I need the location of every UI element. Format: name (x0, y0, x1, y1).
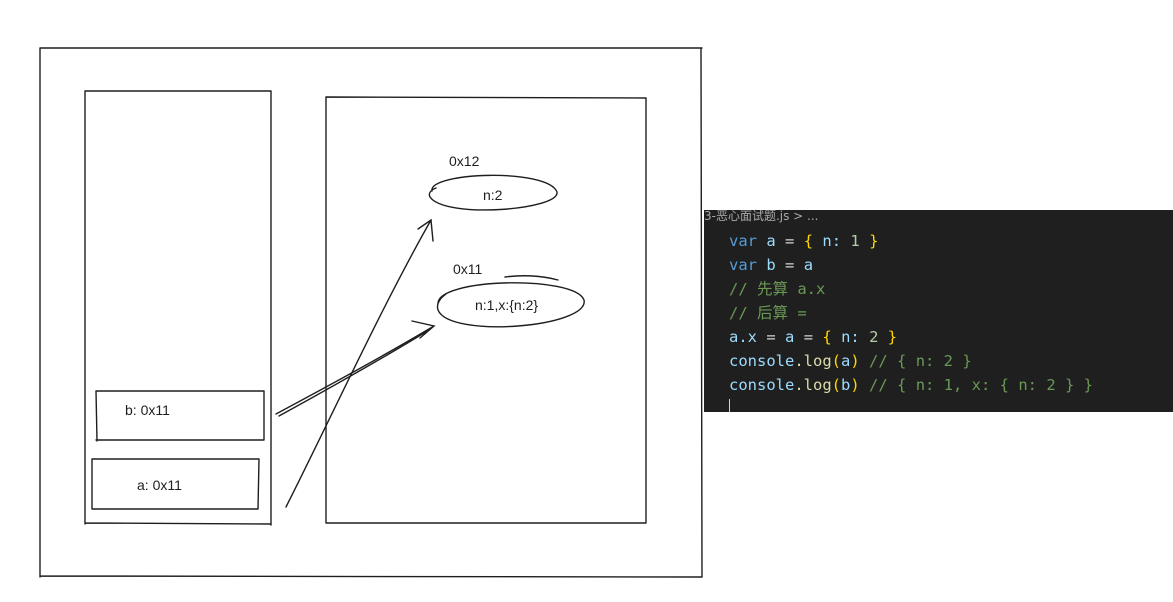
stack-column (84, 90, 272, 526)
code-line-7: console.log(b) // { n: 1, x: { n: 2 } } (729, 376, 1093, 394)
code-line-1: var a = { n: 1 } (729, 232, 879, 250)
arrow-a-to-0x12 (285, 219, 432, 508)
arrow-a-to-0x12-head (417, 218, 434, 242)
code-editor-panel: 3-恶心面试题.js > ... var a = { n: 1 } var b … (704, 210, 1173, 412)
heap-address-0x11: 0x11 (453, 261, 483, 277)
heap-content-0x11: n:1,x:{n:2} (475, 297, 538, 313)
heap-object-0x11-ellipse (436, 282, 585, 328)
stack-b-label: b: 0x11 (125, 402, 170, 418)
heap-object-0x12-ellipse (428, 174, 558, 211)
arrow-b-to-0x11 (275, 325, 435, 415)
text-cursor (729, 399, 730, 412)
arrow-b-to-0x11-head (411, 320, 436, 339)
heap-object-0x11-stroke-top (504, 275, 559, 281)
stack-cell-a (91, 458, 260, 510)
code-line-3: // 先算 a.x (729, 280, 826, 298)
heap-column (325, 96, 647, 524)
stack-a-label: a: 0x11 (137, 477, 182, 493)
code-line-5: a.x = a = { n: 2 } (729, 328, 898, 346)
code-line-6: console.log(a) // { n: 2 } (729, 352, 972, 370)
editor-breadcrumb[interactable]: 3-恶心面试题.js > ... (704, 210, 819, 223)
code-line-4: // 后算 = (729, 304, 807, 322)
heap-address-0x12: 0x12 (449, 153, 480, 169)
code-line-2: var b = a (729, 256, 814, 274)
line-a-to-0x11 (278, 329, 430, 417)
stack-cell-b (95, 390, 265, 442)
outer-frame (39, 47, 703, 578)
heap-content-0x12: n:2 (483, 187, 503, 203)
